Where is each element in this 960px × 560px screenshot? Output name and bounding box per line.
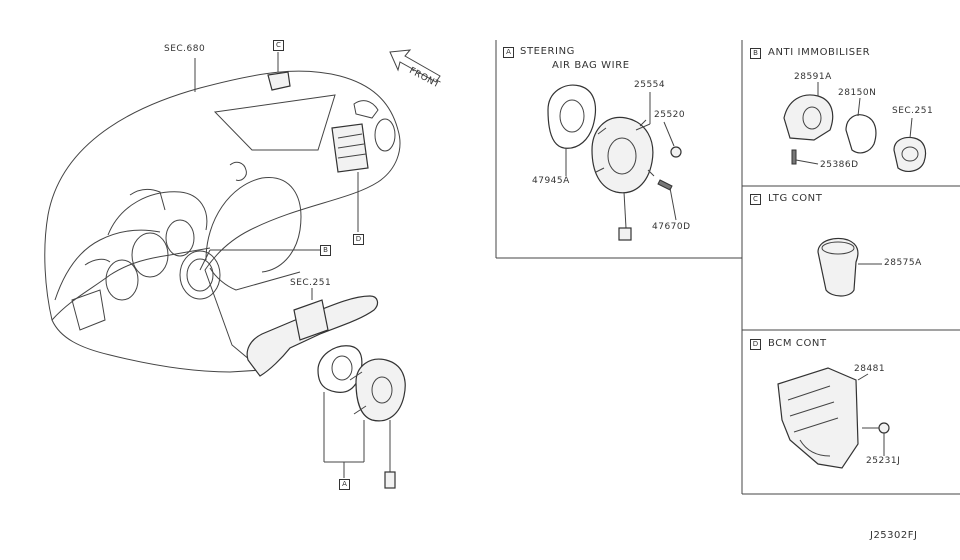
panel-b-letter: B xyxy=(750,48,761,59)
part-sec-251: SEC.251 xyxy=(892,106,934,116)
dashboard-drawing xyxy=(44,49,441,489)
part-28481: 28481 xyxy=(854,364,886,374)
panel-d-letter: D xyxy=(750,339,761,350)
panel-a-letter: A xyxy=(503,47,514,58)
part-28150n: 28150N xyxy=(838,88,877,98)
panel-frames xyxy=(495,40,960,495)
part-47945a: 47945A xyxy=(532,176,570,186)
panel-a-drawing xyxy=(547,84,682,241)
panel-b-drawing xyxy=(783,82,927,172)
part-28575a: 28575A xyxy=(884,258,922,268)
part-25520: 25520 xyxy=(654,110,686,120)
part-25386d: 25386D xyxy=(820,160,859,170)
callout-c: C xyxy=(273,40,284,51)
callout-b: B xyxy=(320,245,331,256)
sec-251-label: SEC.251 xyxy=(290,278,332,288)
panel-d-title: BCM CONT xyxy=(768,338,827,349)
callout-d: D xyxy=(353,234,364,245)
panel-a-title-line2: AIR BAG WIRE xyxy=(552,60,630,71)
part-25554: 25554 xyxy=(634,80,666,90)
callout-a: A xyxy=(339,479,350,490)
diagram-code: J25302FJ xyxy=(870,530,918,541)
part-28591a: 28591A xyxy=(794,72,832,82)
panel-c-title: LTG CONT xyxy=(768,193,823,204)
panel-a-title-line1: STEERING xyxy=(520,46,576,57)
part-47670d: 47670D xyxy=(652,222,691,232)
part-25231j: 25231J xyxy=(866,456,901,466)
panel-d-drawing xyxy=(777,367,890,469)
sec-680-label: SEC.680 xyxy=(164,44,206,54)
panel-c-letter: C xyxy=(750,194,761,205)
panel-c-drawing xyxy=(817,237,882,297)
panel-b-title: ANTI IMMOBILISER xyxy=(768,47,871,58)
